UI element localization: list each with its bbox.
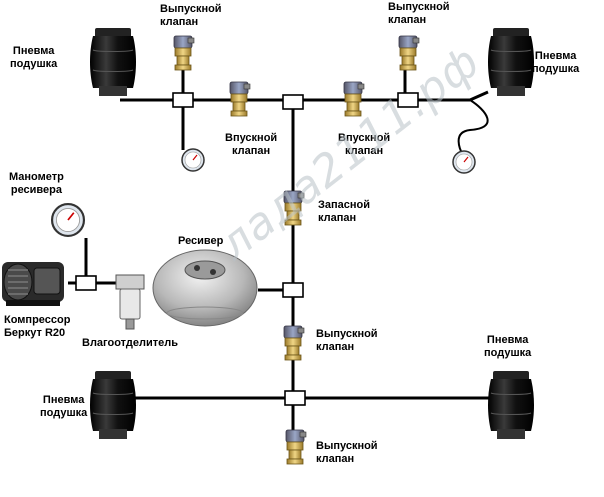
receiver-gauge-icon [50, 202, 86, 238]
receiver-tank [152, 249, 258, 327]
gauge-hose [457, 99, 489, 156]
cross-fitting-rear [284, 390, 306, 406]
front-pipe-right-branch [469, 90, 489, 102]
label-receiver: Ресивер [178, 235, 224, 247]
compressor-icon [2, 262, 64, 306]
cross-fitting-top-left [172, 92, 194, 108]
tee-fitting-receiver [282, 282, 304, 298]
tee-fitting-top-center [282, 94, 304, 110]
air-bag-top-left [89, 27, 137, 97]
intake-valve-left [229, 81, 251, 117]
exhaust-valve-bottom [285, 429, 307, 465]
air-bag-bottom-left [89, 370, 137, 440]
water-separator-icon [115, 274, 145, 330]
pressure-gauge-right-icon [452, 150, 476, 174]
pressure-gauge-left-icon [181, 148, 205, 172]
exhaust-valve-top-right [398, 35, 420, 71]
tee-fitting-compressor [75, 275, 97, 291]
exhaust-valve-top-left [173, 35, 195, 71]
air-bag-top-right [487, 27, 535, 97]
label-water-separator: Влагоотделитель [82, 337, 178, 349]
air-bag-bottom-right [487, 370, 535, 440]
exhaust-valve-mid [283, 325, 305, 361]
